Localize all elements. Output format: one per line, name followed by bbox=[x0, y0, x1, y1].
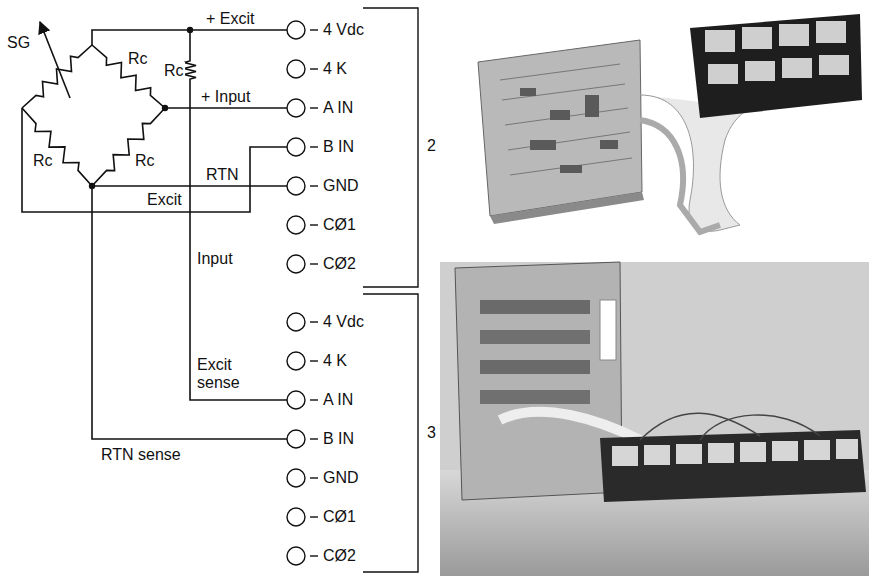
pin-name: A IN bbox=[322, 99, 354, 117]
wire bbox=[22, 22, 287, 439]
resistor-label: Rc bbox=[32, 152, 54, 170]
gauge-label: SG bbox=[6, 34, 31, 52]
terminal-circle bbox=[287, 547, 305, 565]
resistor-label: Rc bbox=[127, 50, 149, 68]
terminal-dash bbox=[310, 185, 318, 186]
resistor-symbol bbox=[184, 55, 196, 85]
terminal-circle bbox=[287, 255, 305, 273]
terminal-circle bbox=[287, 391, 305, 409]
terminal-dash bbox=[310, 516, 318, 517]
pin-name: 4 Vdc bbox=[322, 21, 365, 39]
terminal-dash bbox=[310, 263, 318, 264]
terminal-dash bbox=[310, 224, 318, 225]
resistor-label: Rc bbox=[163, 62, 185, 80]
terminal-dash bbox=[310, 29, 318, 30]
junction-dot bbox=[89, 27, 193, 189]
terminal-dash bbox=[310, 477, 318, 478]
pin-name: 4 K bbox=[322, 352, 348, 370]
terminal-circle bbox=[287, 508, 305, 526]
pin-name: B IN bbox=[322, 138, 355, 156]
terminal-dash bbox=[310, 68, 318, 69]
strain-gauge-symbol bbox=[22, 45, 92, 108]
terminal-circle bbox=[287, 99, 305, 117]
terminal-circle bbox=[287, 21, 305, 39]
resistor-symbol bbox=[92, 108, 165, 186]
terminal-dash bbox=[310, 321, 318, 322]
terminal-circle bbox=[287, 216, 305, 234]
resistor-label: Rc bbox=[134, 152, 156, 170]
pin-name: B IN bbox=[322, 430, 355, 448]
terminal-circle bbox=[287, 60, 305, 78]
terminal-dash bbox=[310, 107, 318, 108]
pin-name: CØ1 bbox=[322, 216, 357, 234]
pin-name: 4 K bbox=[322, 60, 348, 78]
signal-name: RTN sense bbox=[100, 446, 182, 464]
terminal-circle bbox=[287, 313, 305, 331]
pin-name: A IN bbox=[322, 391, 354, 409]
resistor-symbol bbox=[92, 45, 165, 108]
terminal-dash bbox=[310, 360, 318, 361]
bracket bbox=[363, 8, 418, 572]
callout-number: 2 bbox=[426, 137, 437, 155]
pin-name: GND bbox=[322, 177, 360, 195]
resistor-symbol bbox=[22, 108, 92, 186]
callout-number: 3 bbox=[426, 424, 437, 442]
terminal-circle bbox=[287, 138, 305, 156]
pin-name: CØ2 bbox=[322, 255, 357, 273]
terminal-circle bbox=[287, 352, 305, 370]
terminal-dash bbox=[310, 438, 318, 439]
signal-name: Input bbox=[196, 250, 234, 268]
pin-name: GND bbox=[322, 469, 360, 487]
signal-name: RTN bbox=[205, 166, 240, 184]
card-photo bbox=[478, 14, 862, 232]
pin-name: 4 Vdc bbox=[322, 313, 365, 331]
pin-name: CØ1 bbox=[322, 508, 357, 526]
terminal-circle bbox=[287, 469, 305, 487]
terminal-dash bbox=[310, 555, 318, 556]
computer-photo bbox=[440, 262, 869, 576]
terminal-dash bbox=[310, 146, 318, 147]
signal-name: + Input bbox=[200, 88, 251, 106]
terminal-circle bbox=[287, 177, 305, 195]
signal-name: + Excit bbox=[205, 10, 255, 28]
pin-name: CØ2 bbox=[322, 547, 357, 565]
terminal-circle bbox=[287, 430, 305, 448]
signal-name: Excit bbox=[146, 191, 183, 209]
signal-name: Excit sense bbox=[196, 356, 258, 392]
terminal-dash bbox=[310, 399, 318, 400]
